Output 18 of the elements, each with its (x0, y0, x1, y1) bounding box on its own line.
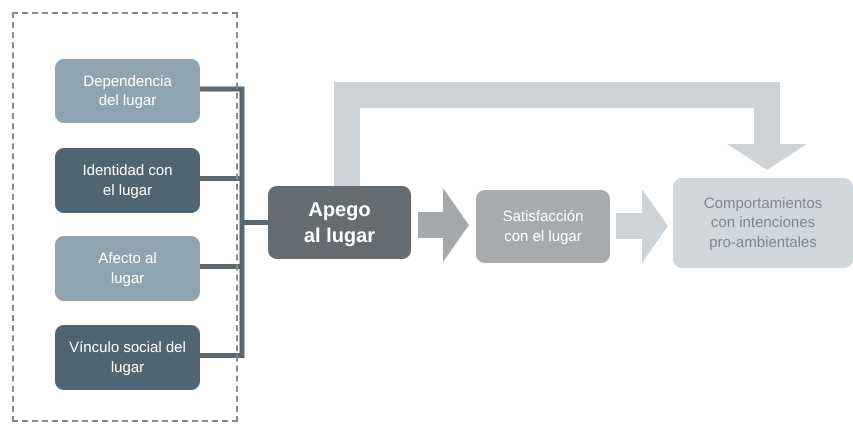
node-label: Comportamientos con intenciones pro-ambientales (702, 194, 824, 252)
node-label: Vínculo social del lugar (68, 338, 187, 377)
node-label: Identidad con el lugar (81, 161, 174, 200)
node-label: Dependencia del lugar (82, 72, 173, 110)
dashed-group-box (12, 12, 238, 422)
process-box (268, 186, 411, 259)
arrow (334, 82, 807, 186)
node-label: Afecto al lugar (97, 249, 158, 288)
process-box (55, 59, 200, 123)
process-box (476, 190, 610, 263)
node-label: Satisfacción con el lugar (502, 207, 584, 246)
arrow (616, 189, 668, 263)
node-label: Apego al lugar (302, 198, 376, 248)
process-box (673, 178, 853, 268)
process-box (55, 325, 200, 390)
process-box (55, 236, 200, 301)
arrow (418, 188, 469, 262)
process-box (55, 148, 200, 213)
